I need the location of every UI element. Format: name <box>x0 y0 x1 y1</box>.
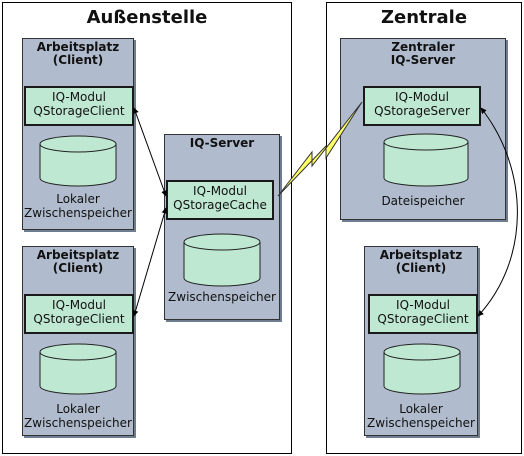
client-1-module: IQ-Modul QStorageClient <box>24 86 134 126</box>
client-2-storage-label: Lokaler Zwischenspeicher <box>24 402 132 430</box>
client-node-2-title: Arbeitsplatz (Client) <box>36 248 120 275</box>
central-server-module: IQ-Modul QStorageServer <box>363 86 481 126</box>
client-1-storage-label: Lokaler Zwischenspeicher <box>24 192 132 220</box>
iq-server-storage-cylinder <box>183 233 261 287</box>
central-server-storage-cylinder <box>383 133 469 187</box>
client-node-1-title: Arbeitsplatz (Client) <box>36 40 120 67</box>
site-title-aussenstelle: Außenstelle <box>86 7 208 28</box>
site-title-zentrale: Zentrale <box>380 7 468 28</box>
client-2-storage-cylinder <box>39 343 117 395</box>
client-1-storage-cylinder <box>39 135 117 187</box>
client-2-module: IQ-Modul QStorageClient <box>24 294 134 334</box>
client-node-3-title: Arbeitsplatz (Client) <box>379 248 463 275</box>
connector-client1-cache <box>133 107 167 197</box>
client-3-storage-cylinder <box>383 343 461 395</box>
client-3-module: IQ-Modul QStorageClient <box>368 294 478 334</box>
iq-server-node: IQ-Server <box>164 134 280 320</box>
iq-server-storage-label: Zwischenspeicher <box>168 290 276 304</box>
client-node-1: Arbeitsplatz (Client) <box>22 38 134 230</box>
connector-client2-cache <box>132 207 168 317</box>
client-node-3: Arbeitsplatz (Client) <box>364 246 478 436</box>
client-node-2: Arbeitsplatz (Client) <box>22 246 134 436</box>
central-server-node-title: Zentraler IQ-Server <box>390 40 456 67</box>
iq-server-node-title: IQ-Server <box>189 136 255 150</box>
client-3-storage-label: Lokaler Zwischenspeicher <box>367 402 475 430</box>
central-server-storage-label: Dateispeicher <box>381 194 465 208</box>
connector-central-client3 <box>477 107 518 317</box>
iq-server-module: IQ-Modul QStorageCache <box>166 180 274 220</box>
wan-link-lightning-icon <box>277 101 363 197</box>
